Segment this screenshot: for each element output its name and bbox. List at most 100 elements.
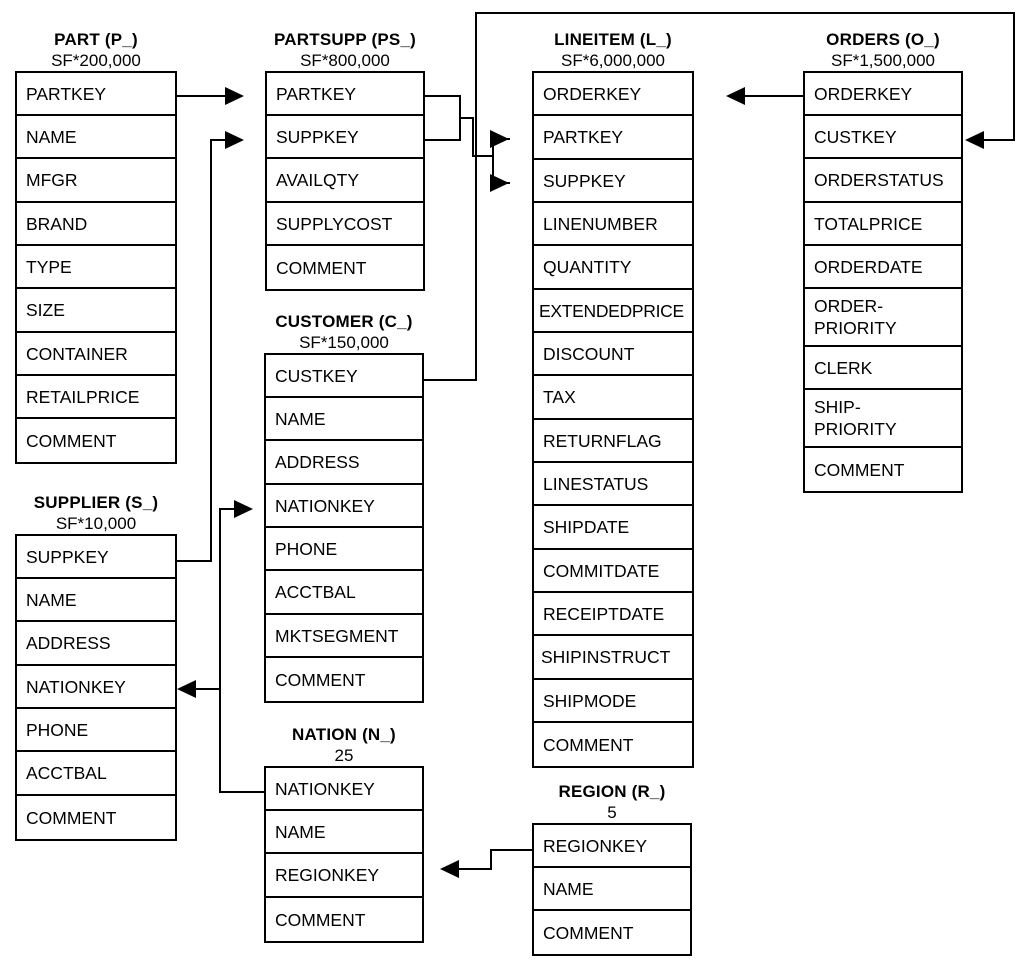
connector-partsupp-suppkey-out: [425, 139, 461, 141]
field-nation-regionkey: REGIONKEY: [266, 854, 422, 898]
connector-orders-to-lineitem: [745, 95, 803, 97]
field-part-comment: COMMENT: [26, 430, 117, 451]
field-lineitem-extendedprice: EXTENDEDPRICE: [534, 290, 692, 333]
field-lineitem-commitdate: COMMITDATE: [534, 550, 692, 593]
field-partsupp-comment: COMMENT: [276, 257, 367, 278]
entity-region-title: REGION (R_): [558, 782, 666, 801]
arrowhead-nation-regionkey: [440, 860, 459, 878]
field-orders-orderpriority: ORDER- PRIORITY: [805, 289, 961, 347]
arrowhead-customer-nationkey: [234, 500, 253, 518]
connector-region-regionkey-out: [490, 849, 532, 851]
field-orders-custkey: CUSTKEY: [805, 116, 961, 159]
arrowhead-orders-custkey: [965, 131, 984, 149]
entity-customer-cardinality: SF*150,000: [299, 333, 389, 352]
field-region-regionkey: REGIONKEY: [534, 825, 690, 868]
field-customer-custkey: CUSTKEY: [266, 355, 422, 398]
field-orders-shippriority: SHIP- PRIORITY: [805, 390, 961, 448]
connector-nation-to-customer-stub: [219, 791, 265, 793]
field-orders-clerk: CLERK: [805, 347, 961, 390]
connector-customer-custkey-out: [424, 379, 477, 381]
entity-supplier: SUPPLIER (S_) SF*10,000 SUPPKEY NAME ADD…: [15, 493, 177, 841]
connector-nation-to-customer-vertical: [219, 508, 221, 793]
connector-supplier-suppkey-stub: [177, 560, 212, 562]
field-supplier-nationkey: NATIONKEY: [17, 666, 175, 709]
field-customer-mktsegment: MKTSEGMENT: [266, 615, 422, 658]
field-supplier-name: NAME: [17, 579, 175, 622]
field-part-container: CONTAINER: [17, 333, 175, 376]
field-lineitem-discount: DISCOUNT: [534, 333, 692, 376]
entity-supplier-box: SUPPKEY NAME ADDRESS NATIONKEY PHONE ACC…: [15, 534, 177, 841]
field-customer-phone: PHONE: [266, 528, 422, 571]
field-nation-name: NAME: [266, 811, 422, 854]
field-nation-comment: COMMENT: [275, 909, 366, 930]
field-orders-orderdate: ORDERDATE: [805, 246, 961, 289]
entity-part-box: PARTKEY NAME MFGR BRAND TYPE SIZE CONTAI…: [15, 71, 177, 464]
field-customer-name: NAME: [266, 398, 422, 441]
field-orders-orderkey: ORDERKEY: [805, 73, 961, 116]
entity-region-box: REGIONKEY NAME COMMENT: [532, 823, 692, 956]
field-lineitem-orderkey: ORDERKEY: [534, 73, 692, 116]
field-supplier-comment: COMMENT: [26, 807, 117, 828]
connector-supplier-suppkey-vertical: [210, 139, 212, 562]
field-lineitem-shipdate: SHIPDATE: [534, 506, 692, 550]
entity-lineitem: LINEITEM (L_) SF*6,000,000 ORDERKEY PART…: [532, 30, 694, 768]
entity-partsupp-cardinality: SF*800,000: [300, 51, 390, 70]
field-customer-nationkey: NATIONKEY: [266, 485, 422, 528]
entity-customer-box: CUSTKEY NAME ADDRESS NATIONKEY PHONE ACC…: [264, 353, 424, 703]
entity-lineitem-title: LINEITEM (L_): [554, 30, 672, 49]
connector-nation-to-customer-arm: [219, 508, 237, 510]
entity-nation-box: NATIONKEY NAME REGIONKEY COMMENT: [264, 766, 424, 943]
connector-orders-custkey-vertical: [1013, 12, 1015, 141]
connector-customer-custkey-top: [475, 12, 1015, 14]
field-customer-comment: COMMENT: [275, 669, 366, 690]
arrowhead-partsupp-partkey: [225, 87, 244, 105]
field-region-comment: COMMENT: [543, 922, 634, 943]
field-part-name: NAME: [17, 116, 175, 159]
connector-partsupp-merge-vertical: [472, 117, 474, 157]
entity-lineitem-cardinality: SF*6,000,000: [561, 51, 665, 70]
field-nation-nationkey: NATIONKEY: [266, 768, 422, 811]
field-orders-orderpriority-line1: ORDER-: [814, 296, 884, 316]
field-customer-address: ADDRESS: [266, 441, 422, 485]
field-lineitem-quantity: QUANTITY: [534, 246, 692, 290]
entity-partsupp-title: PARTSUPP (PS_): [274, 30, 416, 49]
connector-lineitem-split-vertical: [492, 138, 494, 184]
arrowhead-supplier-nationkey: [177, 680, 196, 698]
connector-region-to-nation-vertical: [490, 849, 492, 870]
field-part-size: SIZE: [17, 289, 175, 333]
connector-partsupp-merge-top: [459, 117, 474, 119]
arrowhead-lineitem-suppkey: [490, 174, 509, 192]
field-lineitem-tax: TAX: [534, 376, 692, 420]
arrowhead-lineitem-orderkey: [726, 87, 745, 105]
entity-customer: CUSTOMER (C_) SF*150,000 CUSTKEY NAME AD…: [264, 312, 424, 703]
entity-orders-box: ORDERKEY CUSTKEY ORDERSTATUS TOTALPRICE …: [803, 71, 963, 493]
field-lineitem-returnflag: RETURNFLAG: [534, 420, 692, 463]
entity-part-cardinality: SF*200,000: [51, 51, 141, 70]
field-lineitem-linenumber: LINENUMBER: [534, 203, 692, 246]
field-lineitem-receiptdate: RECEIPTDATE: [534, 593, 692, 636]
field-supplier-phone: PHONE: [17, 709, 175, 752]
entity-orders-title: ORDERS (O_): [826, 30, 940, 49]
entity-nation-title: NATION (N_): [292, 725, 396, 744]
field-partsupp-partkey: PARTKEY: [267, 73, 423, 116]
field-lineitem-linestatus: LINESTATUS: [534, 463, 692, 506]
field-customer-acctbal: ACCTBAL: [266, 571, 422, 615]
entity-supplier-title: SUPPLIER (S_): [33, 493, 159, 512]
entity-partsupp: PARTSUPP (PS_) SF*800,000 PARTKEY SUPPKE…: [265, 30, 425, 291]
field-part-brand: BRAND: [17, 203, 175, 246]
field-lineitem-partkey: PARTKEY: [534, 116, 692, 160]
connector-part-to-partsupp: [177, 95, 227, 97]
field-part-partkey: PARTKEY: [17, 73, 175, 116]
entity-nation: NATION (N_) 25 NATIONKEY NAME REGIONKEY …: [264, 725, 424, 943]
field-orders-orderpriority-line2: PRIORITY: [814, 318, 897, 338]
connector-region-to-nation-in: [458, 868, 492, 870]
field-supplier-address: ADDRESS: [17, 622, 175, 666]
field-partsupp-availqty: AVAILQTY: [267, 159, 423, 203]
entity-partsupp-box: PARTKEY SUPPKEY AVAILQTY SUPPLYCOST COMM…: [265, 71, 425, 291]
field-lineitem-shipmode: SHIPMODE: [534, 680, 692, 723]
entity-lineitem-box: ORDERKEY PARTKEY SUPPKEY LINENUMBER QUAN…: [532, 71, 694, 768]
field-supplier-acctbal: ACCTBAL: [17, 752, 175, 796]
arrowhead-lineitem-partkey: [490, 130, 509, 148]
entity-nation-cardinality: 25: [334, 746, 354, 765]
